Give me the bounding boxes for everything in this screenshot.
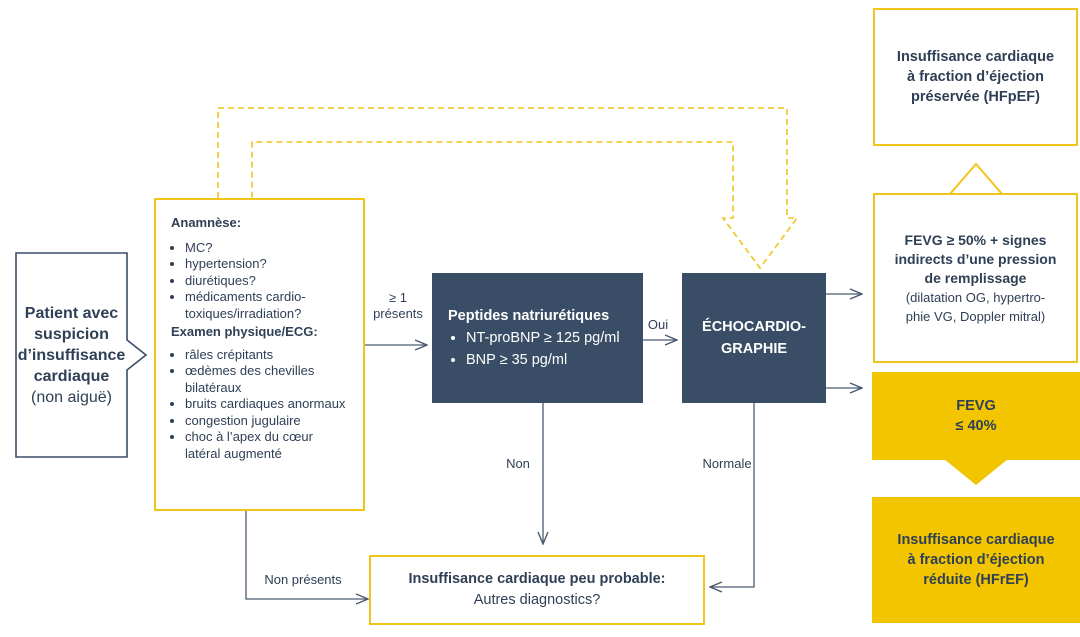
echo-line: GRAPHIE bbox=[720, 341, 788, 357]
unlikely-title: Insuffisance cardiaque peu probable: bbox=[408, 571, 666, 587]
exam-item: congestion jugulaire bbox=[185, 413, 355, 430]
unlikely-box: Insuffisance cardiaque peu probable: Aut… bbox=[369, 555, 705, 625]
anamnese-item: diurétiques? bbox=[185, 273, 355, 290]
fevg40-pointer bbox=[944, 459, 1008, 485]
exam-title: Examen physique/ECG: bbox=[171, 324, 318, 339]
label-normale: Normale bbox=[702, 456, 752, 471]
hfpef-line: Insuffisance cardiaque bbox=[896, 49, 1055, 65]
anamnese-item: MC? bbox=[185, 240, 355, 257]
anamnese-list: MC? hypertension? diurétiques? médicamen… bbox=[171, 240, 355, 323]
unlikely-subtitle: Autres diagnostics? bbox=[473, 592, 601, 608]
fevg40-box: FEVG ≤ 40% bbox=[872, 372, 1080, 460]
hfref-line: Insuffisance cardiaque bbox=[897, 532, 1055, 548]
fevg50-normal-line: phie VG, Doppler mitral) bbox=[905, 308, 1046, 324]
fevg50-box: FEVG ≥ 50% + signes indirects d’une pres… bbox=[873, 193, 1078, 363]
patient-title-line: cardiaque bbox=[33, 367, 110, 385]
label-oui: Oui bbox=[647, 317, 669, 332]
fevg40-line: ≤ 40% bbox=[955, 418, 997, 434]
fevg50-bold-line: de remplissage bbox=[924, 269, 1027, 286]
assessment-box: Anamnèse: MC? hypertension? diurétiques?… bbox=[154, 198, 365, 511]
fevg50-bold-line: indirects d’une pression bbox=[894, 250, 1057, 267]
dashed-bypass-arrow bbox=[217, 107, 799, 270]
hfpef-line: préservée (HFpEF) bbox=[911, 89, 1040, 105]
hfref-line: à fraction d’éjection bbox=[907, 552, 1045, 568]
label-non-presents: Non présents bbox=[264, 572, 342, 587]
exam-item: choc à l’apex du cœur latéral augmenté bbox=[185, 429, 355, 462]
peptides-title: Peptides natriurétiques bbox=[448, 308, 610, 324]
exam-list: râles crépitants œdèmes des chevilles bi… bbox=[171, 347, 355, 463]
label-present-count: ≥ 1 bbox=[389, 290, 407, 305]
exam-item: râles crépitants bbox=[185, 347, 355, 364]
peptides-list: NT-proBNP ≥ 125 pg/ml BNP ≥ 35 pg/ml bbox=[448, 327, 633, 371]
peptides-box: Peptides natriurétiques NT-proBNP ≥ 125 … bbox=[432, 273, 643, 403]
hfref-line: réduite (HFrEF) bbox=[923, 572, 1029, 588]
patient-title-line: Patient avec bbox=[24, 304, 119, 322]
exam-item: œdèmes des chevilles bilatéraux bbox=[185, 363, 355, 396]
label-present: ≥ 1 présents bbox=[368, 290, 428, 322]
arrow-non-presents bbox=[245, 511, 368, 599]
patient-title-line: d’insuffisance bbox=[17, 346, 126, 364]
patient-chevron bbox=[15, 252, 148, 458]
hfpef-box: Insuffisance cardiaque à fraction d’éjec… bbox=[873, 8, 1078, 146]
fevg40-line: FEVG bbox=[956, 398, 996, 414]
arrow-normale bbox=[710, 403, 755, 587]
patient-subtitle: (non aiguë) bbox=[31, 388, 112, 406]
peptides-item: BNP ≥ 35 pg/ml bbox=[466, 349, 633, 371]
echo-box: ÉCHOCARDIO- GRAPHIE bbox=[682, 273, 826, 403]
hfref-box: Insuffisance cardiaque à fraction d’éjec… bbox=[872, 497, 1080, 623]
hfpef-line: à fraction d’éjection bbox=[907, 69, 1044, 85]
fevg50-pointer bbox=[949, 162, 1003, 195]
anamnese-title: Anamnèse: bbox=[171, 215, 242, 230]
fevg50-bold-line: FEVG ≥ 50% + signes bbox=[904, 231, 1047, 248]
fevg50-normal-line: (dilatation OG, hypertro- bbox=[905, 289, 1046, 305]
peptides-item: NT-proBNP ≥ 125 pg/ml bbox=[466, 327, 633, 349]
anamnese-item: médicaments cardio-toxiques/irradiation? bbox=[185, 289, 355, 322]
label-present-text: présents bbox=[373, 306, 423, 321]
patient-box: Patient avec suspicion d’insuffisance ca… bbox=[16, 253, 127, 457]
echo-line: ÉCHOCARDIO- bbox=[702, 319, 806, 335]
label-non: Non bbox=[506, 456, 530, 471]
anamnese-item: hypertension? bbox=[185, 256, 355, 273]
patient-title-line: suspicion bbox=[34, 325, 109, 343]
exam-item: bruits cardiaques anormaux bbox=[185, 396, 355, 413]
